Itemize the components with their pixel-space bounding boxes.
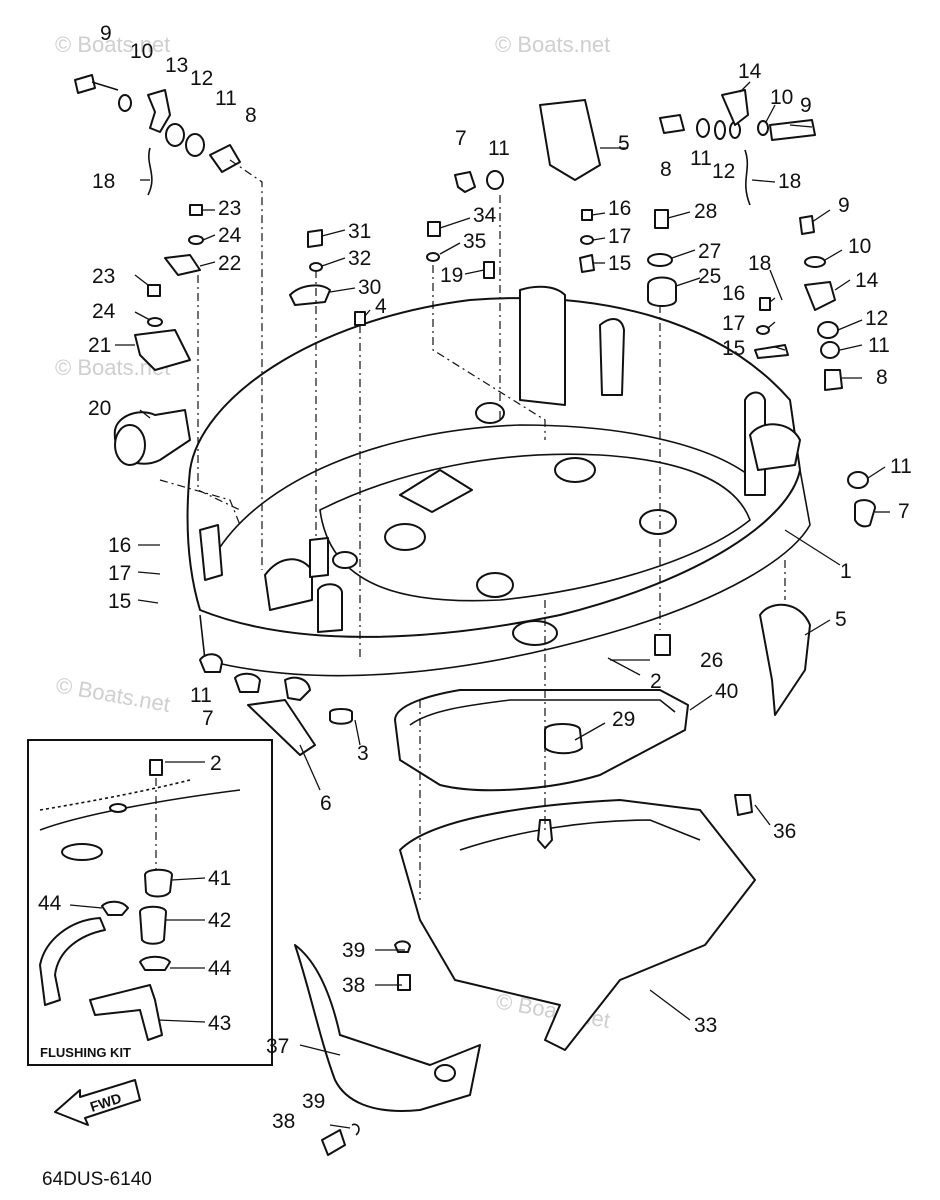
callout-7b: 7 (898, 500, 910, 523)
callout-5a: 5 (618, 132, 630, 155)
watermark-1: © Boats.net (55, 32, 170, 57)
callout-29: 29 (612, 708, 635, 731)
callout-22: 22 (218, 252, 241, 275)
callout-32: 32 (348, 247, 371, 270)
callout-1: 1 (840, 560, 852, 583)
callout-11d: 11 (868, 334, 890, 357)
callout-25: 25 (698, 265, 721, 288)
flushing-kit-inset: FLUSHING KIT (27, 739, 273, 1066)
callout-17c: 17 (722, 312, 745, 335)
callout-2a: 2 (650, 670, 662, 693)
callout-12b: 12 (712, 160, 735, 183)
callout-13: 13 (165, 54, 188, 77)
callout-18c: 18 (748, 252, 771, 275)
callout-12c: 12 (865, 307, 888, 330)
callout-37: 37 (266, 1035, 289, 1058)
callout-11c: 11 (690, 147, 712, 170)
callout-19: 19 (440, 264, 463, 287)
callout-35: 35 (463, 230, 486, 253)
callout-15b: 15 (608, 252, 631, 275)
bottom-cowling (186, 285, 811, 677)
callout-43: 43 (208, 1012, 231, 1035)
callout-40: 40 (715, 680, 738, 703)
right-hardware (499, 89, 876, 716)
callout-36: 36 (773, 820, 796, 843)
callout-12a: 12 (190, 67, 213, 90)
callout-14b: 14 (855, 269, 879, 292)
callout-9a: 9 (100, 22, 112, 45)
callout-17b: 17 (608, 225, 631, 248)
callout-14a: 14 (738, 60, 762, 83)
callout-8a: 8 (245, 104, 257, 127)
callout-11f: 11 (190, 684, 212, 707)
callout-8b: 8 (660, 158, 672, 181)
callout-labels: 9 10 13 12 11 8 18 23 24 22 23 24 21 20 … (38, 22, 912, 1133)
callout-18a: 18 (92, 170, 115, 193)
callout-24a: 24 (218, 224, 242, 247)
callout-11a: 11 (215, 87, 237, 110)
diagram-code: 64DUS-6140 (42, 1169, 152, 1190)
callout-6: 6 (320, 792, 332, 815)
callout-5b: 5 (835, 608, 847, 631)
callout-15a: 15 (108, 590, 131, 613)
callout-4: 4 (375, 295, 387, 318)
leader-lines (69, 81, 890, 1129)
callout-20: 20 (88, 397, 111, 420)
callout-7a: 7 (455, 127, 467, 150)
callout-39a: 39 (342, 939, 365, 962)
upper-left-hardware (74, 74, 263, 570)
callout-9c: 9 (838, 194, 850, 217)
callout-7c: 7 (202, 707, 214, 730)
callout-17a: 17 (108, 562, 131, 585)
callout-38a: 38 (342, 974, 365, 997)
callout-21: 21 (88, 334, 111, 357)
callout-23b: 23 (92, 265, 115, 288)
callout-34: 34 (473, 204, 497, 227)
flushing-kit-title: FLUSHING KIT (40, 1045, 131, 1060)
callout-41: 41 (208, 867, 231, 890)
callout-44b: 44 (208, 957, 232, 980)
callout-11e: 11 (890, 455, 912, 478)
callout-10a: 10 (130, 40, 153, 63)
callout-9b: 9 (800, 94, 812, 117)
callout-10c: 10 (848, 235, 871, 258)
callout-16c: 16 (722, 282, 745, 305)
callout-39b: 39 (302, 1090, 325, 1113)
callout-15c: 15 (722, 337, 745, 360)
callout-31: 31 (348, 220, 371, 243)
callout-42: 42 (208, 909, 231, 932)
callout-44a: 44 (38, 892, 62, 915)
callout-10b: 10 (770, 86, 793, 109)
callout-2b: 2 (210, 752, 222, 775)
callout-23a: 23 (218, 197, 241, 220)
callout-28: 28 (694, 200, 717, 223)
callout-27: 27 (698, 240, 721, 263)
callout-16a: 16 (108, 534, 131, 557)
callout-8c: 8 (876, 366, 888, 389)
center-top-hardware (289, 99, 601, 660)
watermark-5: © Boats.net (54, 672, 172, 717)
fwd-arrow: FWD (54, 1079, 141, 1126)
watermark-2: © Boats.net (495, 32, 610, 57)
callout-18b: 18 (778, 170, 801, 193)
callout-33: 33 (694, 1014, 717, 1037)
callout-16b: 16 (608, 197, 631, 220)
middle-parts (199, 600, 756, 1156)
callout-24b: 24 (92, 300, 116, 323)
callout-3: 3 (357, 742, 369, 765)
callout-30: 30 (358, 276, 381, 299)
callout-11b: 11 (488, 137, 510, 160)
callout-26: 26 (700, 649, 723, 672)
callout-38b: 38 (272, 1110, 295, 1133)
